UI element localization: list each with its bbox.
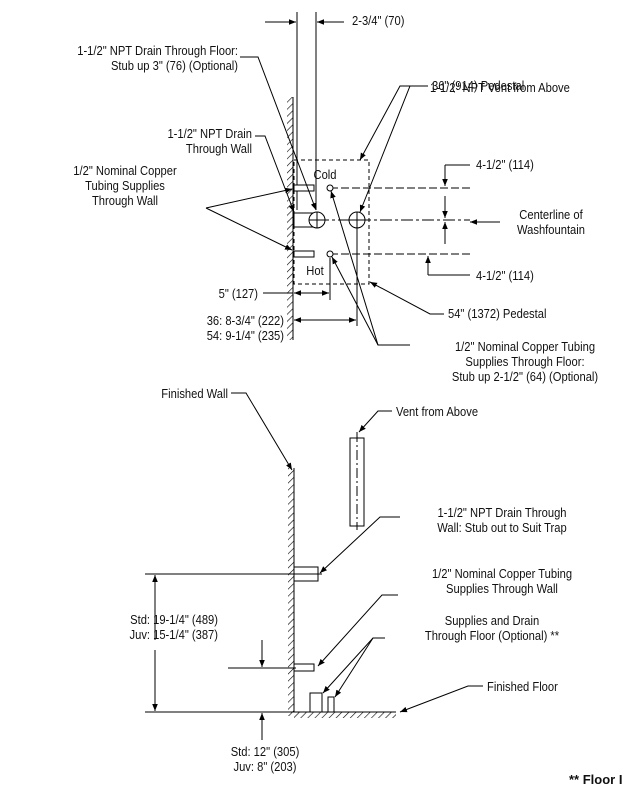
leader-pedestal-54 bbox=[369, 281, 444, 315]
floor-drain-stub bbox=[309, 692, 323, 713]
label-vent-from-above: 1-1/2" NPT Vent from Above bbox=[430, 80, 570, 95]
label-finished-floor: Finished Floor bbox=[487, 679, 558, 694]
floor-hatch bbox=[294, 712, 396, 718]
leader-vent bbox=[359, 85, 423, 213]
label-pedestal-36: 36" (914) Pedestal bbox=[432, 78, 525, 93]
leader-supplies-wall-1 bbox=[205, 187, 293, 209]
plan-view bbox=[205, 12, 500, 346]
leader-supplies-floor-2 bbox=[331, 256, 379, 346]
leader-pedestal-36 bbox=[359, 85, 428, 161]
cold-floor-supply bbox=[326, 184, 334, 192]
label-dim-4-1-2-top: 4-1/2" (114) bbox=[476, 157, 534, 172]
leader-finished-floor bbox=[399, 685, 483, 713]
label-centerline: Centerline of Washfountain bbox=[517, 207, 585, 237]
label-hot: Hot bbox=[306, 263, 324, 278]
leader-floor-stubs-2 bbox=[334, 637, 374, 698]
leader-supplies-floor-1 bbox=[330, 190, 410, 346]
label-pedestal-54: 54" (1372) Pedestal bbox=[448, 306, 547, 321]
hot-supply-stub bbox=[293, 250, 315, 258]
leader-supplies-wall-2 bbox=[205, 207, 293, 251]
label-side-drain: 1-1/2" NPT Drain Through Wall: Stub out … bbox=[437, 505, 567, 535]
hot-floor-supply bbox=[326, 250, 334, 258]
label-side-supplies: 1/2" Nominal Copper Tubing Supplies Thro… bbox=[431, 566, 573, 596]
elevation-view bbox=[145, 392, 483, 740]
label-std-juv-floor: Std: 12" (305) Juv: 8" (203) bbox=[230, 744, 300, 774]
label-supplies-through-wall: 1/2" Nominal Copper Tubing Supplies Thro… bbox=[73, 163, 177, 208]
side-supply-stub bbox=[293, 663, 315, 672]
side-wall-hatch bbox=[288, 468, 294, 716]
label-supplies-drain-floor: Supplies and Drain Through Floor (Option… bbox=[424, 613, 560, 643]
leader-vent-above bbox=[358, 410, 392, 433]
leader-drain-wall bbox=[255, 135, 295, 213]
label-vent-from-above-side: Vent from Above bbox=[396, 404, 479, 419]
label-cold: Cold bbox=[313, 167, 337, 182]
label-dim-4-1-2-bottom: 4-1/2" (114) bbox=[476, 268, 534, 283]
leader-side-drain bbox=[319, 516, 400, 574]
plan-wall-hatch bbox=[287, 97, 293, 340]
label-dim-36-54: 36: 8-3/4" (222) 54: 9-1/4" (235) bbox=[206, 313, 284, 343]
label-supplies-through-floor: 1/2" Nominal Copper Tubing Supplies Thro… bbox=[451, 339, 599, 384]
floor-supply-stub bbox=[327, 696, 335, 713]
leader-floor-stubs-1 bbox=[322, 637, 385, 694]
label-dim-2-3-4: 2-3/4" (70) bbox=[352, 13, 405, 28]
label-std-juv-height: Std: 19-1/4" (489) Juv: 15-1/4" (387) bbox=[129, 612, 218, 642]
leader-drain-floor bbox=[240, 56, 317, 211]
label-finished-wall: Finished Wall bbox=[161, 386, 228, 401]
leader-finished-wall bbox=[231, 392, 293, 471]
footnote-floor: ** Floor I bbox=[569, 772, 623, 787]
label-drain-through-wall: 1-1/2" NPT Drain Through Wall bbox=[167, 126, 252, 156]
label-dim-5: 5" (127) bbox=[218, 286, 258, 301]
label-drain-through-floor: 1-1/2" NPT Drain Through Floor: Stub up … bbox=[77, 43, 238, 73]
leader-side-supply bbox=[317, 594, 398, 667]
cold-supply-stub bbox=[293, 184, 315, 192]
